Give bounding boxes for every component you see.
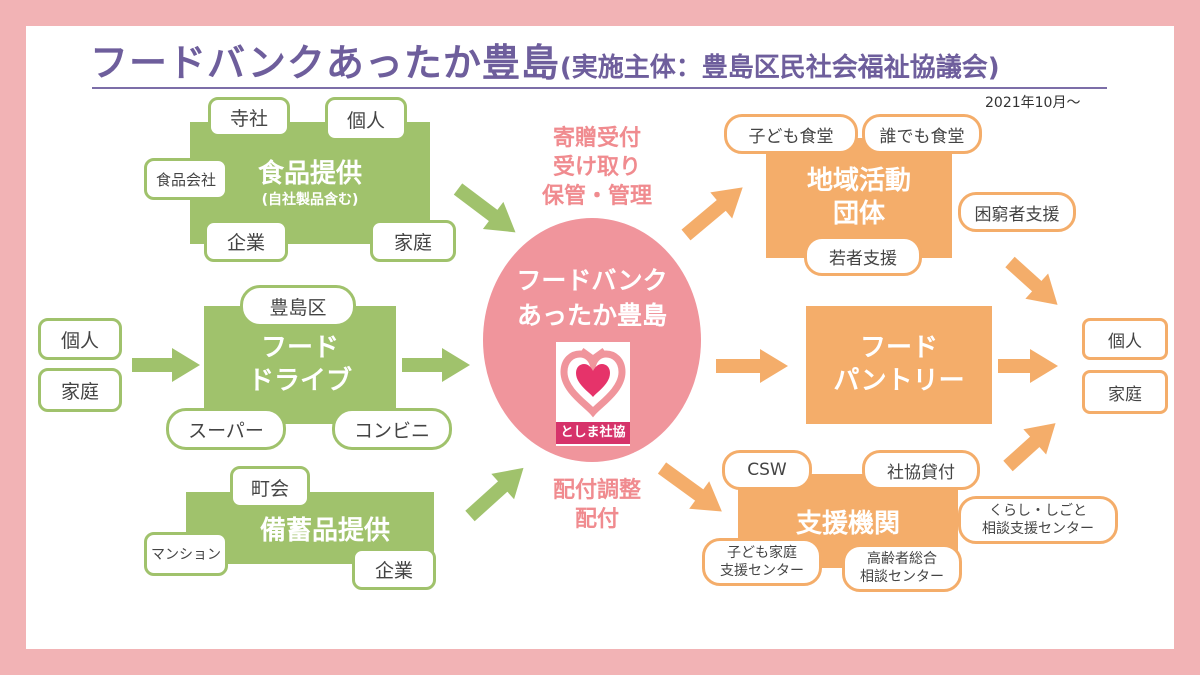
elderly-line-1: 高齢者総合 xyxy=(867,551,937,567)
pill-company-stock: 企業 xyxy=(352,548,436,590)
page-title: フードバンクあったか豊島(実施主体：豊島区民社会福祉協議会) xyxy=(90,32,1000,87)
center-label-2: あったか豊島 xyxy=(516,301,667,330)
heart-logo-icon xyxy=(560,347,626,418)
pill-household-left: 家庭 xyxy=(38,368,122,412)
pill-town-assoc: 町会 xyxy=(230,466,310,508)
pill-company-food: 企業 xyxy=(204,220,288,262)
title-underline xyxy=(92,87,1107,89)
pantry-label-2: パントリー xyxy=(833,366,965,396)
community-label-2: 団体 xyxy=(832,199,885,229)
tasks-bottom: 配付調整 配付 xyxy=(522,476,672,534)
pill-kids-cafeteria: 子ども食堂 xyxy=(724,114,858,154)
toshima-logo: としま社協 xyxy=(556,342,630,446)
pill-supermarket: スーパー xyxy=(166,408,286,450)
task-storage: 保管・管理 xyxy=(541,184,652,209)
pantry-label-1: フード xyxy=(859,333,938,363)
start-date: 2021年10月〜 xyxy=(985,95,1081,111)
pill-temple: 寺社 xyxy=(208,97,290,137)
arrow-pantry-to-recipients xyxy=(998,349,1058,383)
food-drive-label-1: フード xyxy=(260,333,339,363)
pill-council-loan: 社協貸付 xyxy=(862,450,980,490)
arrow-center-to-community xyxy=(681,187,743,241)
pill-household-food: 家庭 xyxy=(370,220,456,262)
task-receive-donation: 寄贈受付 xyxy=(552,126,641,151)
support-label: 支援機関 xyxy=(795,508,900,539)
pill-youth-support: 若者支援 xyxy=(804,236,922,276)
pill-food-company: 食品会社 xyxy=(144,158,228,200)
pill-anyone-cafeteria: 誰でも食堂 xyxy=(862,114,982,154)
pill-csw: CSW xyxy=(722,450,812,490)
stockpile-label: 備蓄品提供 xyxy=(259,515,390,546)
life-work-line-1: くらし・しごと xyxy=(989,503,1087,519)
task-distribution: 配付 xyxy=(574,507,619,532)
food-drive-label-2: ドライブ xyxy=(247,366,352,396)
tasks-top: 寄贈受付 受け取り 保管・管理 xyxy=(522,124,672,211)
center-label: フードバンク あったか豊島 xyxy=(483,262,701,334)
pill-poverty-support: 困窮者支援 xyxy=(958,192,1076,232)
pill-convenience: コンビニ xyxy=(332,408,452,450)
task-pickup: 受け取り xyxy=(552,155,641,180)
arrow-drive-to-center xyxy=(402,348,470,382)
pill-kids-family-center: 子ども家庭 支援センター xyxy=(702,538,822,586)
life-work-line-2: 相談支援センター xyxy=(982,521,1094,537)
elderly-line-2: 相談センター xyxy=(860,569,944,585)
pill-elderly-center: 高齢者総合 相談センター xyxy=(842,544,962,592)
pill-life-work-center: くらし・しごと 相談支援センター xyxy=(958,496,1118,544)
arrow-donors-to-drive xyxy=(132,348,200,382)
arrow-support-to-recipients xyxy=(1003,423,1056,472)
food-provision-label: 食品提供 xyxy=(257,158,362,189)
food-drive-box: フード ドライブ xyxy=(204,306,396,424)
pill-individual-left: 個人 xyxy=(38,318,122,360)
pill-ward: 豊島区 xyxy=(240,285,356,327)
pill-recipient-individual: 個人 xyxy=(1082,318,1168,360)
arrow-center-to-pantry xyxy=(716,349,788,383)
arrow-center-to-support xyxy=(657,462,722,512)
title-main: フードバンクあったか豊島 xyxy=(90,41,560,85)
task-distribution-adjust: 配付調整 xyxy=(552,478,641,503)
arrow-community-to-recipients xyxy=(1005,256,1058,305)
arrow-stock-to-center xyxy=(465,467,524,522)
pill-recipient-household: 家庭 xyxy=(1082,370,1168,414)
community-box: 地域活動 団体 xyxy=(766,138,952,258)
pill-individual-food: 個人 xyxy=(325,97,407,141)
community-label-1: 地域活動 xyxy=(806,166,911,196)
kids-family-line-1: 子ども家庭 xyxy=(727,545,797,561)
pill-mansion: マンション xyxy=(144,532,228,576)
center-label-1: フードバンク xyxy=(516,266,668,295)
title-sub: (実施主体：豊島区民社会福祉協議会) xyxy=(559,53,1000,83)
kids-family-line-2: 支援センター xyxy=(720,563,804,579)
food-provision-note: (自社製品含む) xyxy=(261,191,359,208)
logo-text: としま社協 xyxy=(556,422,630,444)
arrow-food-to-center xyxy=(453,183,516,233)
pantry-box: フード パントリー xyxy=(806,306,992,424)
